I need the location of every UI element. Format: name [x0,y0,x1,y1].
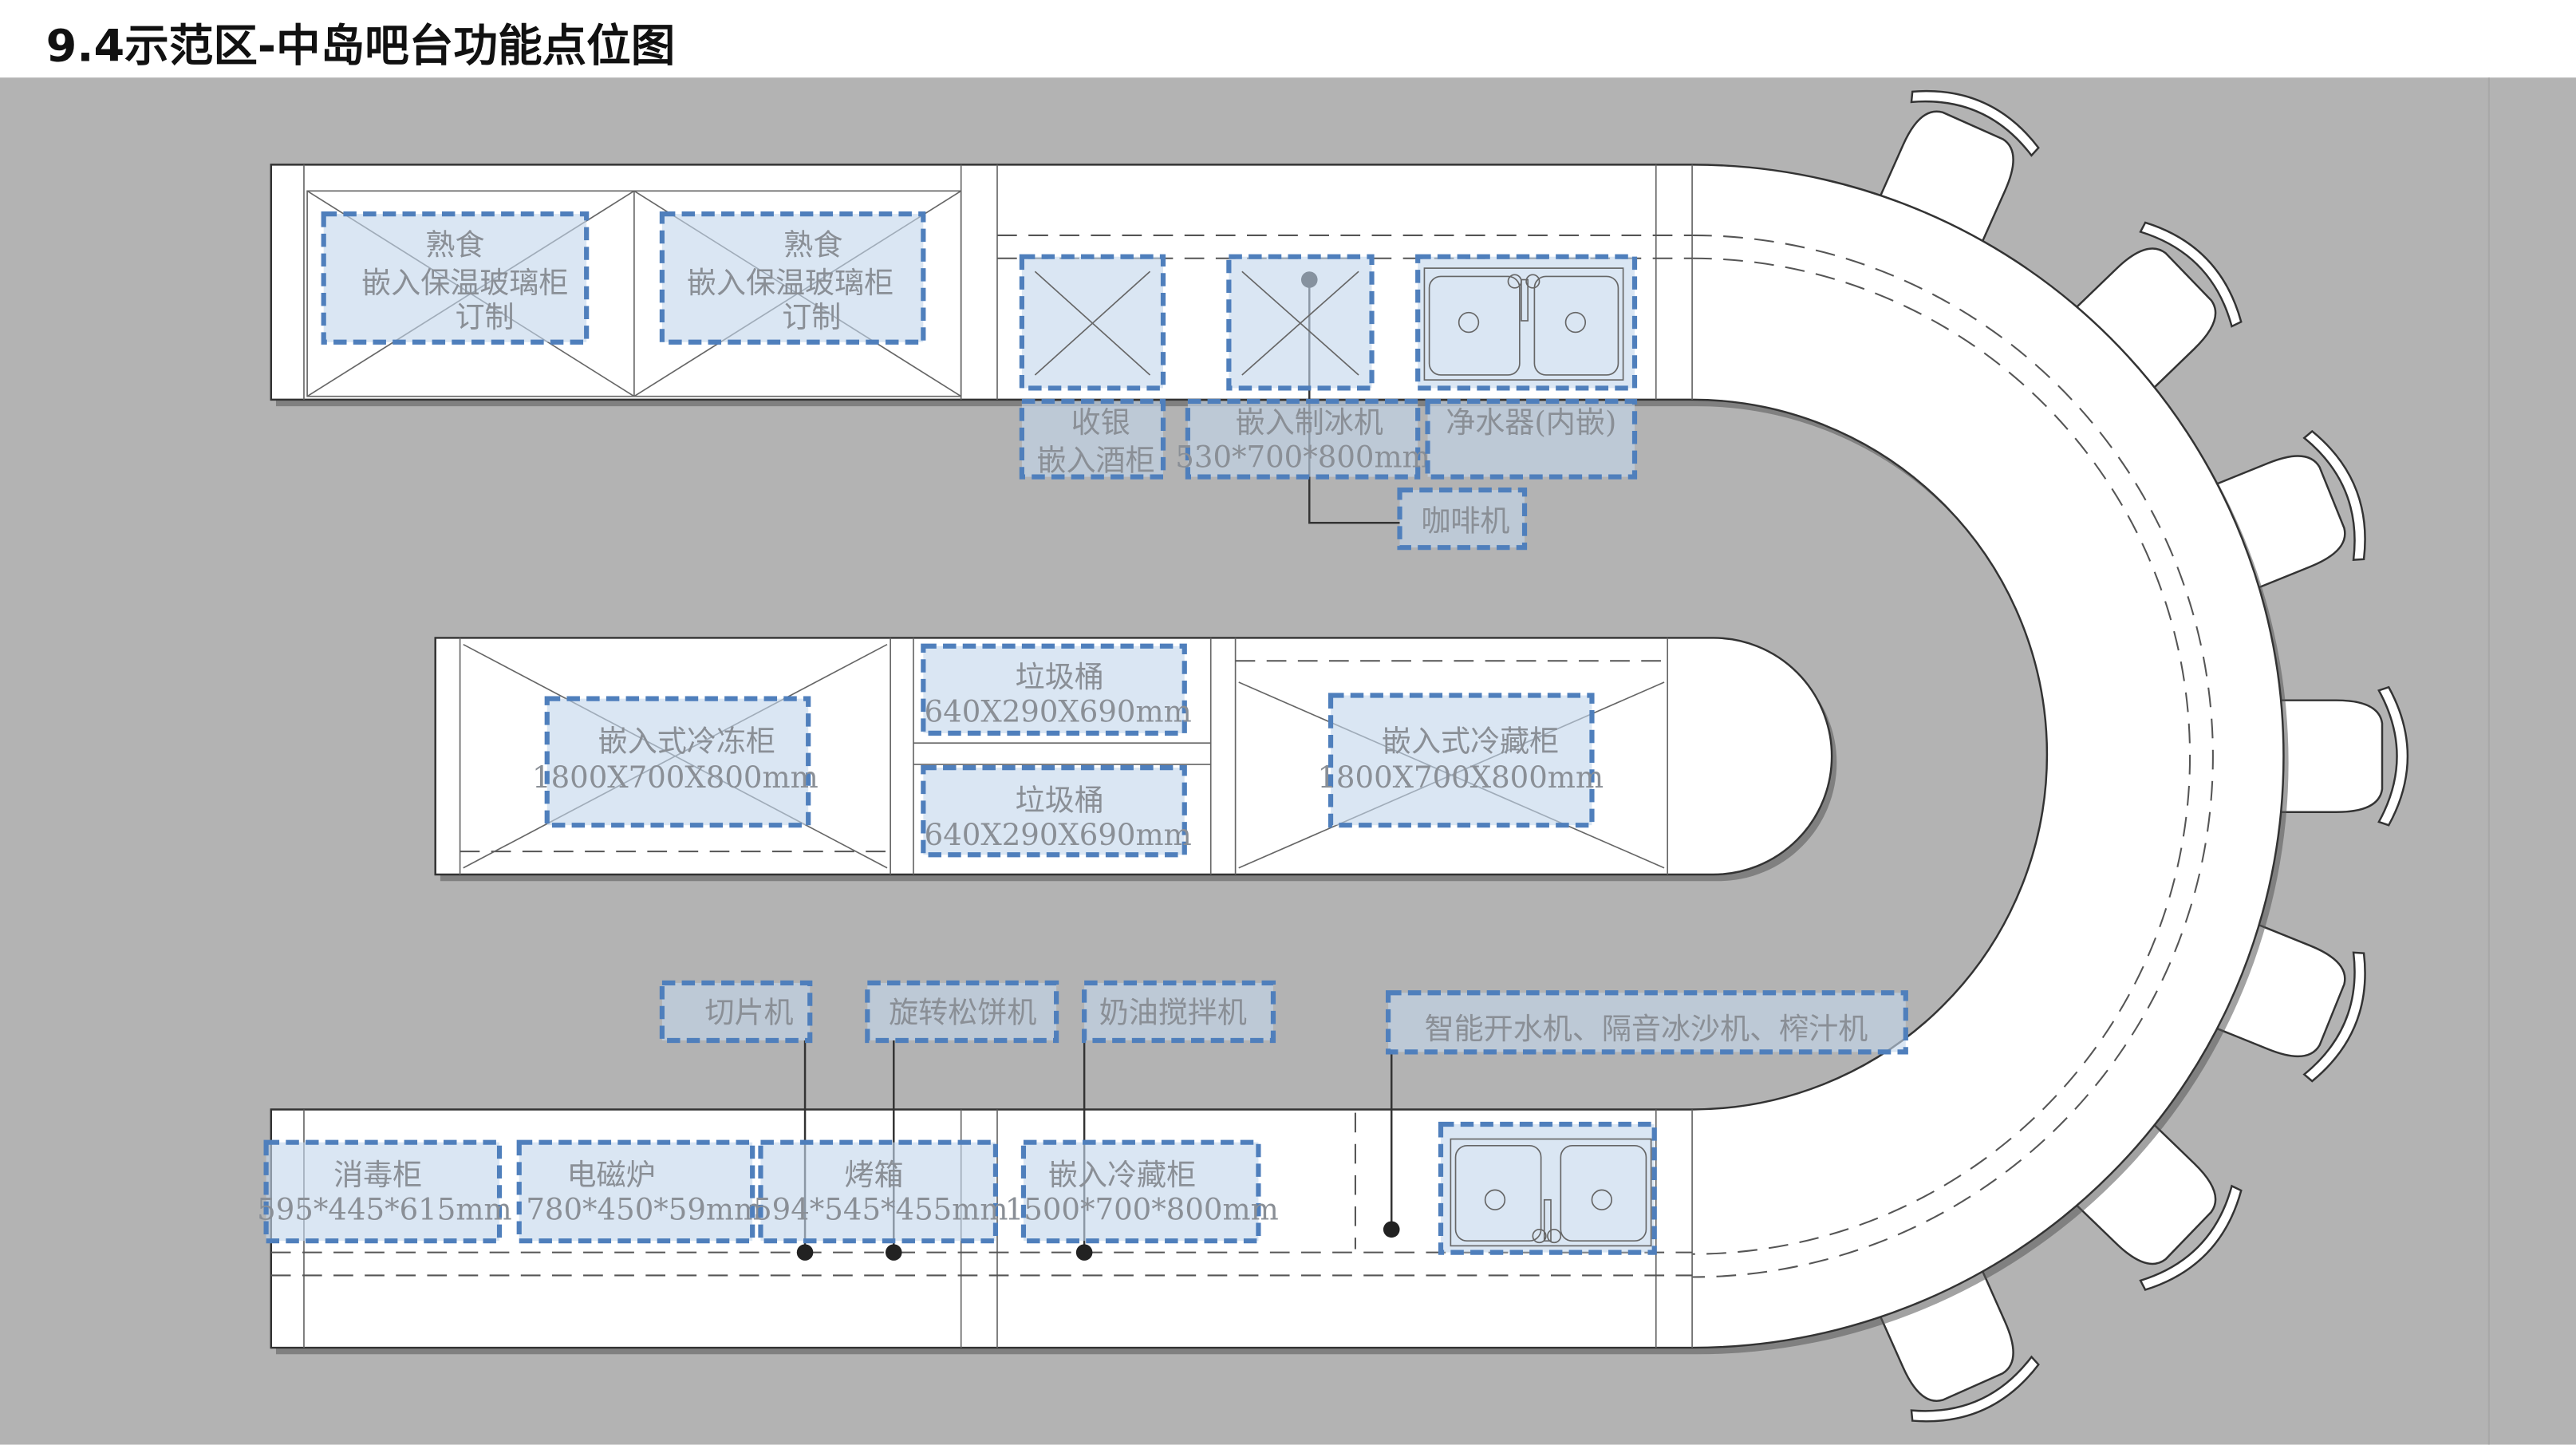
tag-label: 奶油搅拌机 [1099,995,1247,1029]
tag-label: 智能开水机、隔音冰沙机、榨汁机 [1425,1012,1868,1046]
tag-label: 嵌入式冷冻柜 [598,724,775,759]
tag-label: 净水器(内嵌) [1446,405,1616,440]
tag-label: 电磁炉 [566,1158,655,1192]
tag-label: 嵌入冷藏柜 [1048,1158,1196,1192]
tag-label: 订制 [455,300,514,334]
tag-cream-mixer[interactable]: 奶油搅拌机 [1082,980,1276,1044]
tag-label: 烤箱 [844,1158,903,1192]
tag-label: 594*545*455mm [753,1192,1008,1226]
tag-waffle-maker[interactable]: 旋转松饼机 [865,980,1059,1044]
tag-label: 1800X700X800mm [1317,760,1604,795]
tag-coffee-machine[interactable]: 咖啡机 [1397,488,1528,551]
tag-label: 熟食 [425,228,484,263]
tag-label: 旋转松饼机 [889,995,1036,1029]
page-title: 9.4示范区-中岛吧台功能点位图 [46,21,676,73]
tag-label: 嵌入保温玻璃柜 [687,266,894,300]
tag-label: 嵌入式冷藏柜 [1382,724,1559,759]
tag-label: 640X290X690mm [925,818,1192,852]
sink-top[interactable] [1415,254,1638,391]
tag-label: 嵌入酒柜 [1036,443,1154,477]
tag-label: 垃圾桶 [1016,660,1104,694]
tag-label: 收银 [1071,405,1130,440]
tag-label: 消毒柜 [333,1158,422,1192]
tag-appliances[interactable]: 智能开水机、隔音冰沙机、榨汁机 [1386,990,1908,1055]
sink-bottom[interactable] [1438,1121,1657,1255]
tag-label: 1800X700X800mm [532,760,819,795]
tag-water-purifier[interactable]: 净水器(内嵌) [1425,398,1638,480]
tag-label: 垃圾桶 [1016,784,1104,818]
tag-label: 780*450*59mm [526,1192,762,1226]
tag-label: 640X290X690mm [925,694,1192,728]
title-bar [0,0,2576,78]
tag-label: 熟食 [783,228,842,263]
ice-maker-unit[interactable] [1226,254,1375,391]
tag-label: 订制 [782,300,841,334]
tag-slicer[interactable]: 切片机 [659,980,813,1044]
tag-label: 咖啡机 [1421,504,1509,539]
tag-label: 595*445*615mm [257,1192,511,1226]
tag-label: 530*700*800mm [1175,440,1430,474]
tag-label: 嵌入制冰机 [1236,405,1383,440]
wine-cabinet-unit[interactable] [1019,254,1166,391]
tag-label: 切片机 [704,995,793,1029]
tag-label: 1500*700*800mm [1005,1192,1279,1226]
tag-label: 嵌入保温玻璃柜 [361,266,568,300]
